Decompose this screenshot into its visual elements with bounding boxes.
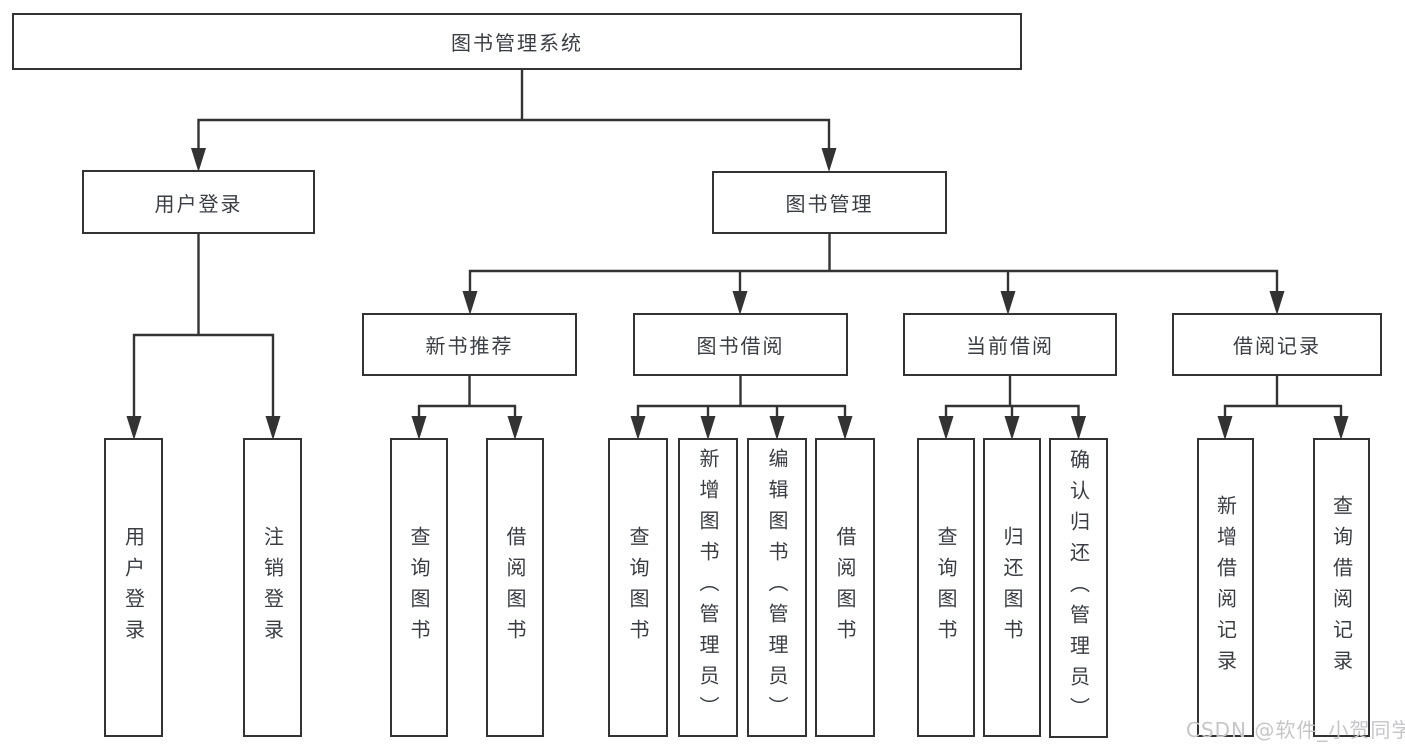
watermark: CSDN @软件_小贺同学 bbox=[1186, 718, 1405, 742]
node-borrow-records: 借阅记录 bbox=[1172, 313, 1382, 376]
node-leaf-borrow-books: 借阅图书 bbox=[815, 438, 875, 737]
node-leaf-borrow-books-recommend: 借阅图书 bbox=[486, 438, 544, 737]
node-new-book-recommend: 新书推荐 bbox=[362, 313, 577, 376]
node-leaf-query-books-borrowing: 查询图书 bbox=[608, 438, 668, 737]
node-book-management: 图书管理 bbox=[712, 171, 947, 234]
node-leaf-return-book: 归还图书 bbox=[983, 438, 1041, 737]
node-leaf-user-login: 用户登录 bbox=[104, 438, 163, 737]
node-root: 图书管理系统 bbox=[12, 13, 1022, 70]
node-leaf-add-book-admin: 新增图书（管理员） bbox=[678, 438, 738, 737]
node-user-login-group: 用户登录 bbox=[82, 170, 315, 234]
node-current-borrowing: 当前借阅 bbox=[903, 313, 1117, 376]
node-leaf-query-borrow-record: 查询借阅记录 bbox=[1313, 438, 1370, 737]
node-leaf-edit-book-admin: 编辑图书（管理员） bbox=[747, 438, 807, 737]
node-leaf-add-borrow-record: 新增借阅记录 bbox=[1197, 438, 1254, 737]
arrowheads bbox=[126, 148, 1349, 440]
node-leaf-confirm-return-admin: 确认归还（管理员） bbox=[1049, 438, 1108, 738]
node-leaf-query-books-recommend: 查询图书 bbox=[390, 438, 448, 737]
node-leaf-query-books-current: 查询图书 bbox=[917, 438, 975, 737]
node-book-borrowing: 图书借阅 bbox=[633, 313, 848, 376]
node-leaf-logout: 注销登录 bbox=[243, 438, 302, 737]
connector-path bbox=[132, 68, 1343, 420]
